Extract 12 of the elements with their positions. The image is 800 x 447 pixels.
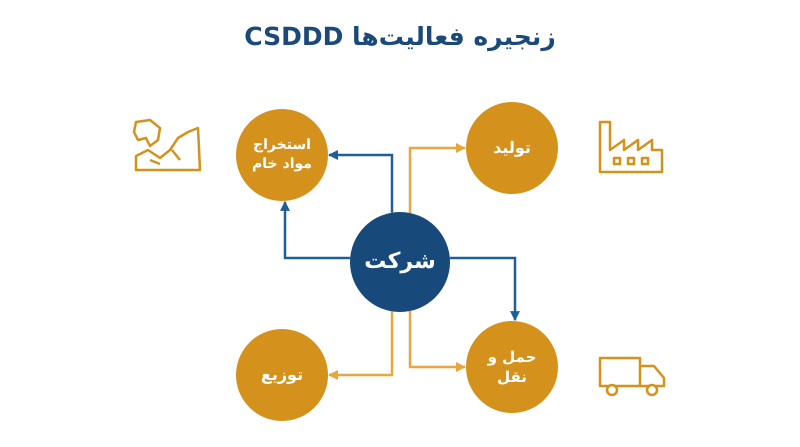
arrow xyxy=(408,311,466,372)
arrow xyxy=(408,143,466,213)
activity-circle: توزیع xyxy=(236,329,328,421)
activity-circle: شرکت xyxy=(350,212,450,312)
activity-circle: تولید xyxy=(466,102,558,194)
arrow xyxy=(328,311,394,380)
arrow xyxy=(328,150,394,213)
activity-circle: حمل و نقل xyxy=(466,321,558,413)
activity-circle: استخراج مواد خام xyxy=(236,109,328,201)
title: زنجیره فعالیت‌ها CSDDD xyxy=(244,22,556,51)
arrow xyxy=(450,256,520,322)
arrow xyxy=(280,200,350,260)
